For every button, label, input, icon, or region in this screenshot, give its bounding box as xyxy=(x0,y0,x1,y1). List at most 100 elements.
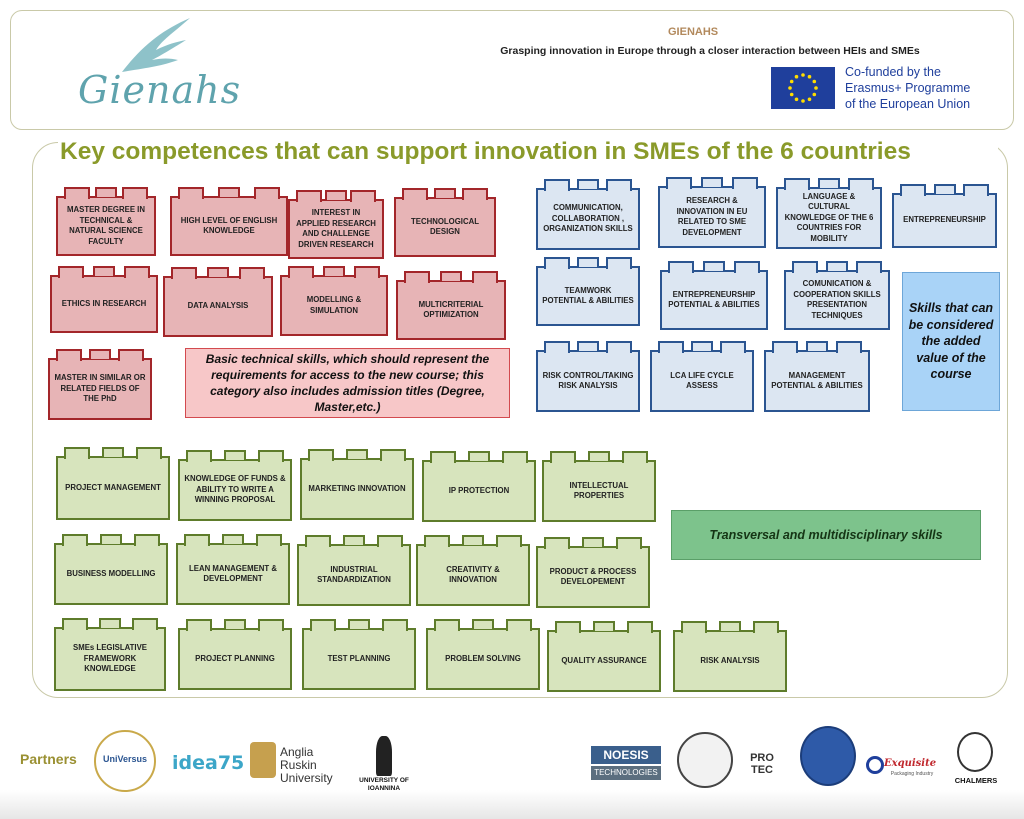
brick-stud xyxy=(224,619,246,629)
brick-stud xyxy=(218,187,240,197)
main-title: Key competences that can support innovat… xyxy=(58,138,998,166)
legend-added-value: Skills that can be considered the added … xyxy=(902,272,1000,411)
idea75-logo: idea75 xyxy=(172,752,245,774)
brick-green: QUALITY ASSURANCE xyxy=(547,621,661,692)
brick-stud xyxy=(582,537,604,547)
brick-stud xyxy=(346,449,368,459)
brick-stud xyxy=(577,257,599,267)
brick-blue: COMUNICATION & COOPERATION SKILLS PRESEN… xyxy=(784,261,890,330)
brick-stud xyxy=(325,190,347,200)
brick-stud xyxy=(806,341,828,351)
brick-stud xyxy=(701,177,723,187)
brick-stud xyxy=(691,341,713,351)
eu-star-icon xyxy=(794,74,799,79)
brick-stud xyxy=(933,184,956,194)
brick-stud xyxy=(472,619,494,629)
brick-red: MULTICRITERIAL OPTIMIZATION xyxy=(396,271,506,340)
university-seal-icon xyxy=(677,732,733,788)
legend-transversal-skills: Transversal and multidisciplinary skills xyxy=(671,510,981,560)
header-panel xyxy=(10,10,1014,130)
project-subtitle: Grasping innovation in Europe through a … xyxy=(500,45,920,57)
brick-stud xyxy=(102,447,124,457)
brick-green: INDUSTRIAL STANDARDIZATION xyxy=(297,535,411,606)
brick-stud xyxy=(100,534,122,544)
ioannina-emblem-icon xyxy=(376,736,392,776)
brick-stud xyxy=(89,349,111,359)
brick-green: IP PROTECTION xyxy=(422,451,536,522)
eu-star-icon xyxy=(812,79,817,84)
brick-red: MASTER DEGREE IN TECHNICAL & NATURAL SCI… xyxy=(56,187,156,256)
exquisite-logo: Exquisite xyxy=(884,758,937,769)
eu-star-icon xyxy=(807,74,812,79)
brick-stud xyxy=(588,451,610,461)
brick-green: BUSINESS MODELLING xyxy=(54,534,168,605)
brick-stud xyxy=(468,451,490,461)
eu-line-1: Co-funded by the xyxy=(845,65,941,79)
eu-star-icon xyxy=(807,97,812,102)
eu-star-icon xyxy=(812,92,817,97)
chalmers-crest-icon xyxy=(957,732,993,772)
noesis-logo: NOESIS xyxy=(591,746,661,764)
brick-stud xyxy=(343,535,365,545)
brick-green: KNOWLEDGE OF FUNDS & ABILITY TO WRITE A … xyxy=(178,450,292,521)
brick-stud xyxy=(577,179,599,189)
anglia-ruskin-logo: Anglia Ruskin University xyxy=(280,745,333,785)
brick-stud xyxy=(826,261,848,271)
eu-flag-icon xyxy=(771,67,835,109)
brick-green: CREATIVITY & INNOVATION xyxy=(416,535,530,606)
academy-seal-icon xyxy=(800,726,856,786)
noesis-technologies-text: TECHNOLOGIES xyxy=(591,766,661,780)
brick-stud xyxy=(348,619,370,629)
brick-green: PROJECT MANAGEMENT xyxy=(56,447,170,520)
eu-star-icon xyxy=(814,86,818,90)
brick-stud xyxy=(93,266,115,276)
gienahs-logo-text: Gienahs xyxy=(78,68,242,112)
brick-green: INTELLECTUAL PROPERTIES xyxy=(542,451,656,522)
project-title: GIENAHS xyxy=(668,26,719,38)
eu-cofunded-text: Co-funded by the Erasmus+ Programme of t… xyxy=(845,64,1005,112)
brick-blue: ENTREPRENEURSHIP POTENTIAL & ABILITIES xyxy=(660,261,768,330)
brick-green: LEAN MANAGEMENT & DEVELOPMENT xyxy=(176,534,290,605)
brick-blue: TEAMWORK POTENTIAL & ABILITIES xyxy=(536,257,640,326)
exquisite-subtitle: Packaging Industry xyxy=(890,771,934,777)
brick-green: PRODUCT & PROCESS DEVELOPEMENT xyxy=(536,537,650,608)
brick-red: ETHICS IN RESEARCH xyxy=(50,266,158,333)
brick-stud xyxy=(577,341,599,351)
ioannina-logo: UNIVERSITY OF IOANNINA xyxy=(359,777,409,792)
brick-stud xyxy=(719,621,741,631)
partners-label: Partners xyxy=(20,751,77,767)
brick-blue: MANAGEMENT POTENTIAL & ABILITIES xyxy=(764,341,870,412)
brick-green: PROBLEM SOLVING xyxy=(426,619,540,690)
brick-stud xyxy=(224,450,246,460)
brick-blue: COMMUNICATION, COLLABORATION , ORGANIZAT… xyxy=(536,179,640,250)
universus-logo: UniVersus xyxy=(94,730,156,792)
brick-green: PROJECT PLANNING xyxy=(178,619,292,690)
brick-green: SMEs LEGISLATIVE FRAMEWORK KNOWLEDGE xyxy=(54,618,166,691)
brick-stud xyxy=(462,535,484,545)
eu-star-icon xyxy=(789,79,794,84)
brick-blue: RISK CONTROL/TAKING RISK ANALYSIS xyxy=(536,341,640,412)
eu-star-icon xyxy=(801,73,805,77)
brick-red: MODELLING & SIMULATION xyxy=(280,266,388,336)
eu-star-icon xyxy=(801,99,805,103)
brick-green: MARKETING INNOVATION xyxy=(300,449,414,520)
footer-ground-decoration xyxy=(0,790,1024,819)
eu-star-icon xyxy=(788,86,792,90)
brick-stud xyxy=(222,534,244,544)
brick-stud xyxy=(95,187,117,197)
gienahs-wing-logo xyxy=(122,18,190,72)
eu-line-2: Erasmus+ Programme xyxy=(845,81,971,95)
brick-stud xyxy=(323,266,345,276)
brick-red: MASTER IN SIMILAR OR RELATED FIELDS OF T… xyxy=(48,349,152,420)
brick-blue: ENTREPRENEURSHIP xyxy=(892,184,997,248)
brick-stud xyxy=(99,618,121,628)
brick-red: TECHNOLOGICAL DESIGN xyxy=(394,188,496,257)
brick-stud xyxy=(434,188,456,198)
brick-red: DATA ANALYSIS xyxy=(163,267,273,337)
anglia-ruskin-crest-icon xyxy=(250,742,276,778)
brick-green: RISK ANALYSIS xyxy=(673,621,787,692)
brick-stud xyxy=(593,621,615,631)
eu-star-icon xyxy=(794,97,799,102)
brick-red: HIGH LEVEL OF ENGLISH KNOWLEDGE xyxy=(170,187,288,256)
brick-blue: LANGUAGE & CULTURAL KNOWLEDGE OF THE 6 C… xyxy=(776,178,882,249)
